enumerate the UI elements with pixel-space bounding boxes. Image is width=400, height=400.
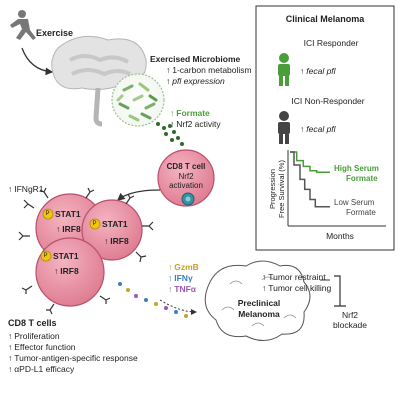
cytokine-ifng: IFNγ <box>168 273 192 283</box>
survival-plot <box>287 150 386 227</box>
non-responder-label: ICI Non-Responder <box>291 96 365 106</box>
series-high-serum-formate <box>290 151 330 173</box>
non-responder-fecal-pfl: fecal pfl <box>300 124 335 134</box>
ifngr1-label: IFNgR1 <box>8 184 43 194</box>
responder-label: ICI Responder <box>303 38 359 48</box>
ifngr1-receptors <box>18 187 154 315</box>
microbiome-title: Exercised Microbiome <box>150 54 241 64</box>
cd8-effect-2: Effector function <box>8 342 75 352</box>
stat1-label-3: STAT1 <box>53 251 79 261</box>
exercise-arrow <box>21 47 54 76</box>
exercise-label: Exercise <box>36 28 74 38</box>
cd8-effects-title: CD8 T cells <box>8 318 57 328</box>
survival-ylabel-2: Free Survival (%) <box>277 160 286 218</box>
bacteria-cluster <box>116 82 158 122</box>
blockade-line-1: Nrf2 <box>341 310 359 320</box>
phospho-label-1: P <box>45 211 50 217</box>
microbiome-zoom <box>111 73 165 127</box>
phospho-label-3: P <box>43 253 48 259</box>
irf8-label-3: IRF8 <box>54 266 78 276</box>
series-low-serum-formate <box>290 151 330 208</box>
phospho-label-2: P <box>92 221 97 227</box>
responder-fecal-pfl: fecal pfl <box>300 66 335 76</box>
cd8-cell-label: CD8 T cell <box>166 162 206 171</box>
survival-xlabel: Months <box>326 231 354 241</box>
intestine-icon <box>51 35 147 127</box>
low-serum-label-2: Formate <box>346 208 376 217</box>
microbiome-item-1: 1-carbon metabolism <box>166 65 251 75</box>
tumor-label-1: Preclinical <box>237 298 281 308</box>
cytokine-dots <box>118 282 188 318</box>
phospho-markers <box>40 208 101 262</box>
blockade-line-2: blockade <box>332 320 368 330</box>
cd8-effect-1: Proliferation <box>8 331 59 341</box>
cd8-t-cell <box>157 149 215 207</box>
formate-label: Formate <box>170 108 210 118</box>
irf8-label-2: IRF8 <box>104 236 128 246</box>
formate-molecules <box>156 122 184 146</box>
clinical-title: Clinical Melanoma <box>285 14 365 24</box>
stat1-label-2: STAT1 <box>102 219 128 229</box>
blockade-bracket <box>334 275 346 307</box>
high-serum-label-2: Formate <box>346 174 378 183</box>
cd8-activation-label: activation <box>169 181 203 190</box>
effect-restraint: Tumor restraint <box>262 272 325 282</box>
microbiome-item-2: pfl expression <box>166 76 224 86</box>
cd8-effect-3: Tumor-antigen-specific response <box>8 353 137 363</box>
irf8-label-1: IRF8 <box>56 224 80 234</box>
non-responder-person-icon <box>278 111 290 144</box>
expansion-arrow <box>117 189 161 201</box>
stat1-label-1: STAT1 <box>55 209 81 219</box>
cd8-effect-4: αPD-L1 efficacy <box>8 364 74 374</box>
cd8-nrf2-label: Nrf2 <box>178 172 194 181</box>
high-serum-label-1: High Serum <box>334 164 379 173</box>
nrf2-activity-label: Nrf2 activity <box>170 119 220 129</box>
runner-icon <box>10 10 36 40</box>
responder-person-icon <box>278 53 290 86</box>
cytokine-tnfa: TNFα <box>168 284 196 294</box>
cytokine-gzmb: GzmB <box>168 262 199 272</box>
effect-killing: Tumor cell killing <box>262 283 331 293</box>
tumor-label-2: Melanoma <box>238 309 280 319</box>
low-serum-label-1: Low Serum <box>334 198 375 207</box>
cytokine-arrow <box>159 299 197 315</box>
